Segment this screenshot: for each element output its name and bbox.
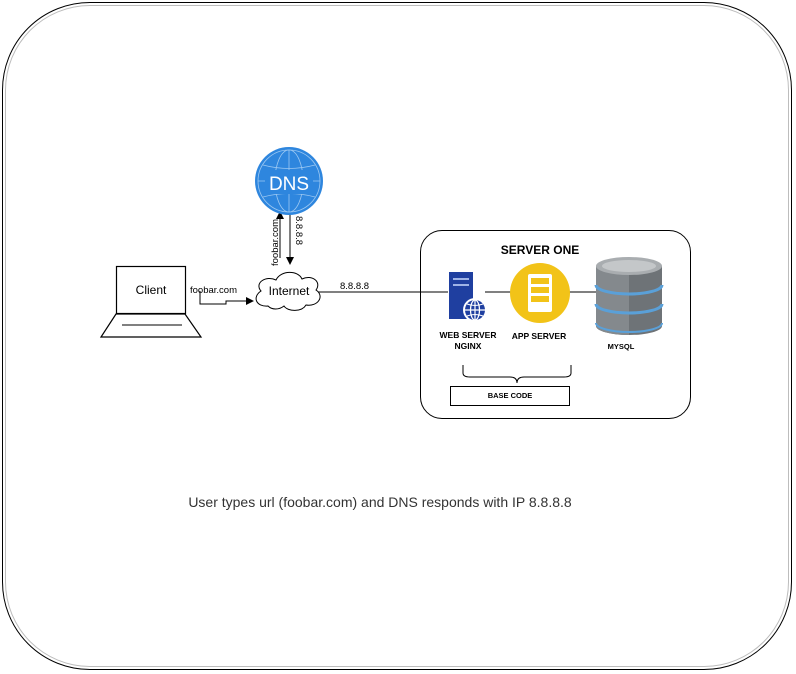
laptop-icon <box>99 265 203 338</box>
dns-globe-icon: DNS <box>255 147 323 215</box>
web-server-label: WEB SERVER NGINX <box>439 330 497 351</box>
client-to-internet-connector <box>199 291 254 305</box>
app-server-label: APP SERVER <box>511 331 567 341</box>
cloud-icon <box>255 271 321 311</box>
internet-label: Internet <box>268 284 310 298</box>
app-server-icon <box>510 263 570 323</box>
server-one-group <box>420 230 691 419</box>
mysql-label: MYSQL <box>607 342 635 351</box>
client-label: Client <box>135 283 167 297</box>
caption-text: User types url (foobar.com) and DNS resp… <box>188 494 572 510</box>
dns-text: DNS <box>269 174 309 195</box>
client-request-label: foobar.com <box>190 285 237 296</box>
diagram-caption: User types url (foobar.com) and DNS resp… <box>0 494 796 510</box>
base-code-brace <box>462 365 572 384</box>
dns-query-label: foobar.com <box>270 219 281 266</box>
dns-response-label: 8.8.8.8 <box>293 216 304 246</box>
web-server-icon <box>449 272 487 322</box>
mysql-database-icon <box>594 257 664 335</box>
server-one-title: SERVER ONE <box>500 243 580 257</box>
base-code-box: BASE CODE <box>450 386 570 406</box>
ip-address-label: 8.8.8.8 <box>340 281 370 292</box>
